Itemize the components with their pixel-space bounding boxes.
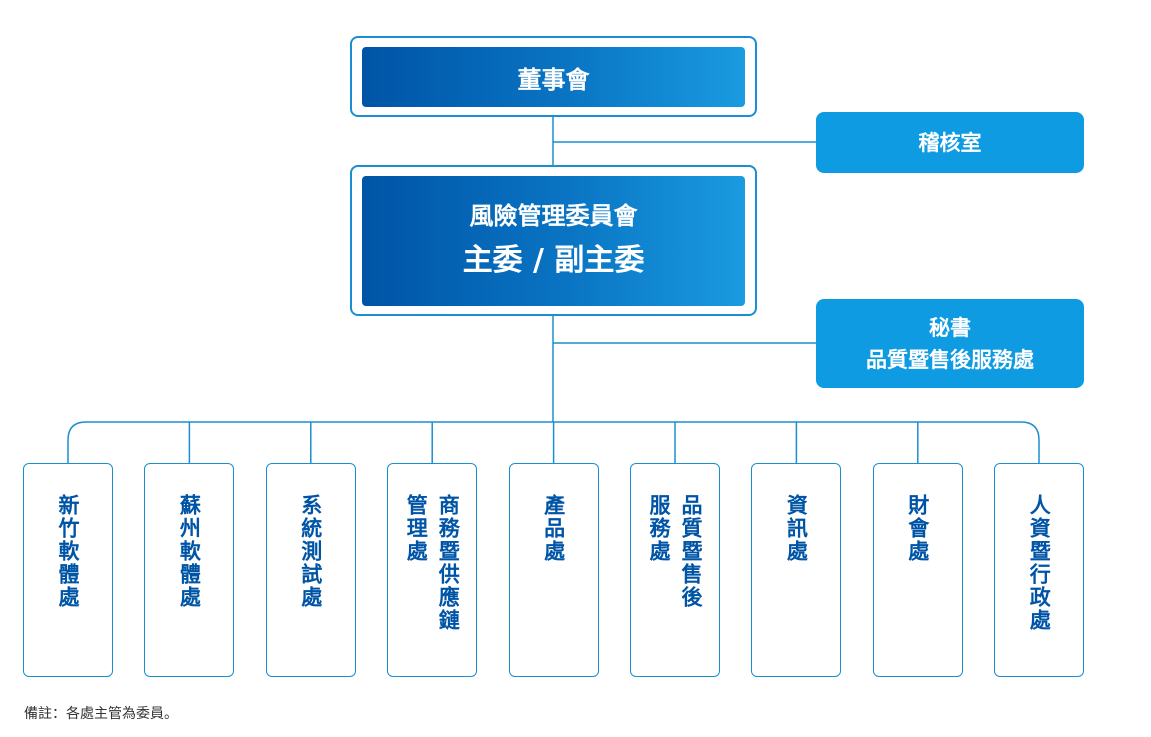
footnote: 備註：各處主管為委員。 [24, 706, 178, 722]
dept-box-quality-service: 品質暨售後服務處 [630, 463, 720, 677]
dept-label-business-supply-2: 管理處 [404, 494, 429, 563]
dept-label-system-test: 系統測試處 [298, 494, 323, 609]
dept-box-suzhou-software: 蘇州軟體處 [144, 463, 235, 677]
secretary-unit-label: 品質暨售後服務處 [866, 347, 1034, 372]
audit-office-label: 稽核室 [918, 130, 982, 155]
board-label-panel: 董事會 [362, 47, 745, 107]
dept-box-information: 資訊處 [751, 463, 842, 677]
risk-committee-chair: 主委 / 副主委 [462, 243, 645, 278]
dept-label-hr-admin: 人資暨行政處 [1027, 494, 1052, 632]
dept-box-system-test: 系統測試處 [265, 463, 356, 677]
dept-box-hr-admin: 人資暨行政處 [994, 463, 1085, 677]
dept-label-quality-service-1: 品質暨售後 [679, 494, 703, 609]
dept-box-hsinchu-software: 新竹軟體處 [23, 463, 113, 677]
secretary-box: 秘書 品質暨售後服務處 [816, 299, 1084, 388]
risk-committee-panel: 風險管理委員會 主委 / 副主委 [362, 176, 745, 306]
audit-office-box: 稽核室 [816, 112, 1084, 173]
dept-label-finance: 財會處 [905, 494, 930, 563]
secretary-label: 秘書 [929, 315, 971, 340]
dept-label-information: 資訊處 [784, 494, 809, 563]
dept-label-quality-service-2: 服務處 [647, 494, 671, 563]
board-label: 董事會 [517, 65, 590, 94]
dept-box-product: 產品處 [508, 463, 599, 677]
board-box: 董事會 [350, 36, 757, 117]
dept-label-product: 產品處 [541, 494, 566, 563]
dept-label-suzhou-software: 蘇州軟體處 [177, 494, 202, 609]
dept-label-hsinchu-software: 新竹軟體處 [56, 494, 80, 609]
dept-label-business-supply-1: 商務暨供應鏈 [436, 494, 461, 632]
risk-committee-title: 風險管理委員會 [469, 202, 638, 230]
risk-committee-box: 風險管理委員會 主委 / 副主委 [350, 165, 757, 316]
dept-box-finance: 財會處 [872, 463, 963, 677]
dept-box-business-supply: 商務暨供應鏈管理處 [387, 463, 478, 677]
